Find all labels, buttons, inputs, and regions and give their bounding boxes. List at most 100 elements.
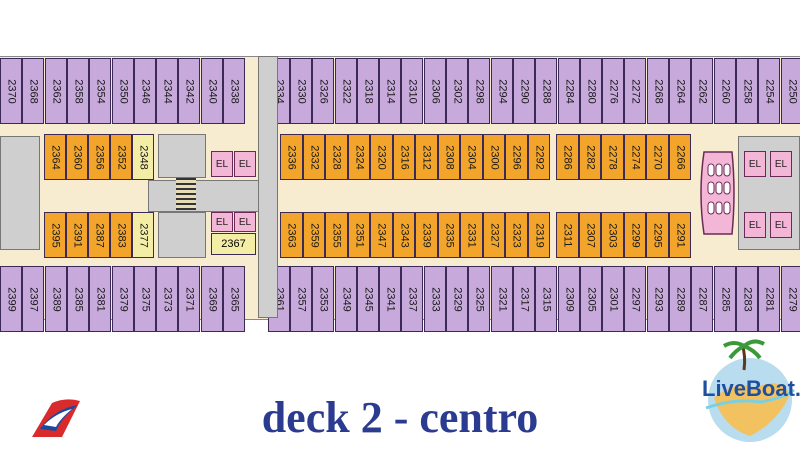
cabin-2322: 2322	[335, 58, 357, 124]
cabin-label: 2344	[161, 78, 174, 104]
cabin-2287: 2287	[691, 266, 713, 332]
cabin-2353: 2353	[312, 266, 334, 332]
cabin-2379: 2379	[112, 266, 134, 332]
cabin-2339: 2339	[415, 212, 438, 258]
cabin-2308: 2308	[437, 134, 460, 180]
cabin-label: 2387	[93, 222, 106, 248]
cabin-2343: 2343	[392, 212, 415, 258]
cabin-label: 2297	[629, 286, 642, 312]
cabin-label: 2295	[651, 222, 664, 248]
cabin-2285: 2285	[714, 266, 736, 332]
cabin-2331: 2331	[460, 212, 483, 258]
cabin-label: 2357	[295, 286, 308, 312]
cabin-2327: 2327	[482, 212, 505, 258]
cabin-label: 2308	[443, 144, 456, 170]
cabin-2397: 2397	[22, 266, 44, 332]
cabin-label: 2262	[696, 78, 709, 104]
cabin-label: 2349	[340, 286, 353, 312]
cabin-2338: 2338	[223, 58, 245, 124]
cabin-2364: 2364	[44, 134, 66, 180]
cabin-label: 2260	[719, 78, 732, 104]
cabin-2377: 2377	[132, 212, 154, 258]
cabin-2335: 2335	[437, 212, 460, 258]
cabin-2383: 2383	[110, 212, 132, 258]
cabin-2286: 2286	[556, 134, 579, 180]
cabin-2314: 2314	[379, 58, 401, 124]
cabin-2279: 2279	[781, 266, 800, 332]
cabin-2254: 2254	[758, 58, 780, 124]
cabin-label: 2362	[50, 78, 63, 104]
cabin-2370: 2370	[0, 58, 22, 124]
carnival-funnel-logo-icon	[32, 399, 80, 437]
elevator-7: EL	[744, 212, 766, 238]
cabin-label: 2343	[398, 222, 411, 248]
cabin-2357: 2357	[290, 266, 312, 332]
cabin-2319: 2319	[527, 212, 550, 258]
cabin-2330: 2330	[290, 58, 312, 124]
cabin-label: 2335	[443, 222, 456, 248]
cabin-2329: 2329	[446, 266, 468, 332]
cabin-2280: 2280	[580, 58, 602, 124]
cabin-label: 2383	[115, 222, 128, 248]
cabin-2300: 2300	[482, 134, 505, 180]
cabin-label: 2399	[5, 286, 18, 312]
cabin-2274: 2274	[623, 134, 646, 180]
cabin-2387: 2387	[88, 212, 110, 258]
cabin-label: 2356	[93, 144, 106, 170]
cabin-2309: 2309	[558, 266, 580, 332]
cabin-label: 2379	[117, 286, 130, 312]
cabin-label: 2274	[629, 144, 642, 170]
cabin-label: 2350	[117, 78, 130, 104]
cabin-label: 2317	[518, 286, 531, 312]
cabin-label: 2307	[584, 222, 597, 248]
cabin-label: 2320	[375, 144, 388, 170]
cabin-label: 2325	[473, 286, 486, 312]
cabin-2297: 2297	[624, 266, 646, 332]
cabin-label: 2266	[674, 144, 687, 170]
cabin-label: 2270	[651, 144, 664, 170]
cabin-2325: 2325	[468, 266, 490, 332]
cabin-label: 2342	[183, 78, 196, 104]
cabin-2266: 2266	[668, 134, 691, 180]
cabin-2328: 2328	[325, 134, 348, 180]
cabin-label: 2276	[607, 78, 620, 104]
cabin-label: 2324	[353, 144, 366, 170]
stair-shaft	[258, 56, 278, 318]
cabin-label: 2363	[285, 222, 298, 248]
cabin-label: 2312	[420, 144, 433, 170]
cabin-label: 2389	[50, 286, 63, 312]
cabin-2365: 2365	[223, 266, 245, 332]
elevator-5: EL	[744, 151, 766, 177]
cabin-label: 2358	[72, 78, 85, 104]
cabin-label: 2328	[330, 144, 343, 170]
cabin-2302: 2302	[446, 58, 468, 124]
cabin-label: 2359	[308, 222, 321, 248]
cabin-label: 2293	[652, 286, 665, 312]
cabin-label: 2371	[183, 286, 196, 312]
cabin-label: 2336	[285, 144, 298, 170]
cabin-2260: 2260	[714, 58, 736, 124]
cabin-label: 2280	[585, 78, 598, 104]
cabin-label: 2329	[451, 286, 464, 312]
cabin-2367: 2367	[211, 233, 256, 255]
cabin-2344: 2344	[156, 58, 178, 124]
cabin-label: 2258	[741, 78, 754, 104]
cabin-2341: 2341	[379, 266, 401, 332]
cabin-label: 2294	[496, 78, 509, 104]
cabin-2316: 2316	[392, 134, 415, 180]
cabin-2369: 2369	[201, 266, 223, 332]
cabin-2381: 2381	[89, 266, 111, 332]
central-void-left	[0, 136, 40, 250]
cabin-2356: 2356	[88, 134, 110, 180]
elevator-8: EL	[770, 212, 792, 238]
cabin-label: 2306	[429, 78, 442, 104]
cabin-2290: 2290	[513, 58, 535, 124]
cabin-2307: 2307	[578, 212, 601, 258]
cabin-2298: 2298	[468, 58, 490, 124]
cabin-2345: 2345	[357, 266, 379, 332]
cabin-2317: 2317	[513, 266, 535, 332]
cabin-2311: 2311	[556, 212, 579, 258]
cabin-label: 2281	[763, 286, 776, 312]
cabin-2291: 2291	[668, 212, 691, 258]
